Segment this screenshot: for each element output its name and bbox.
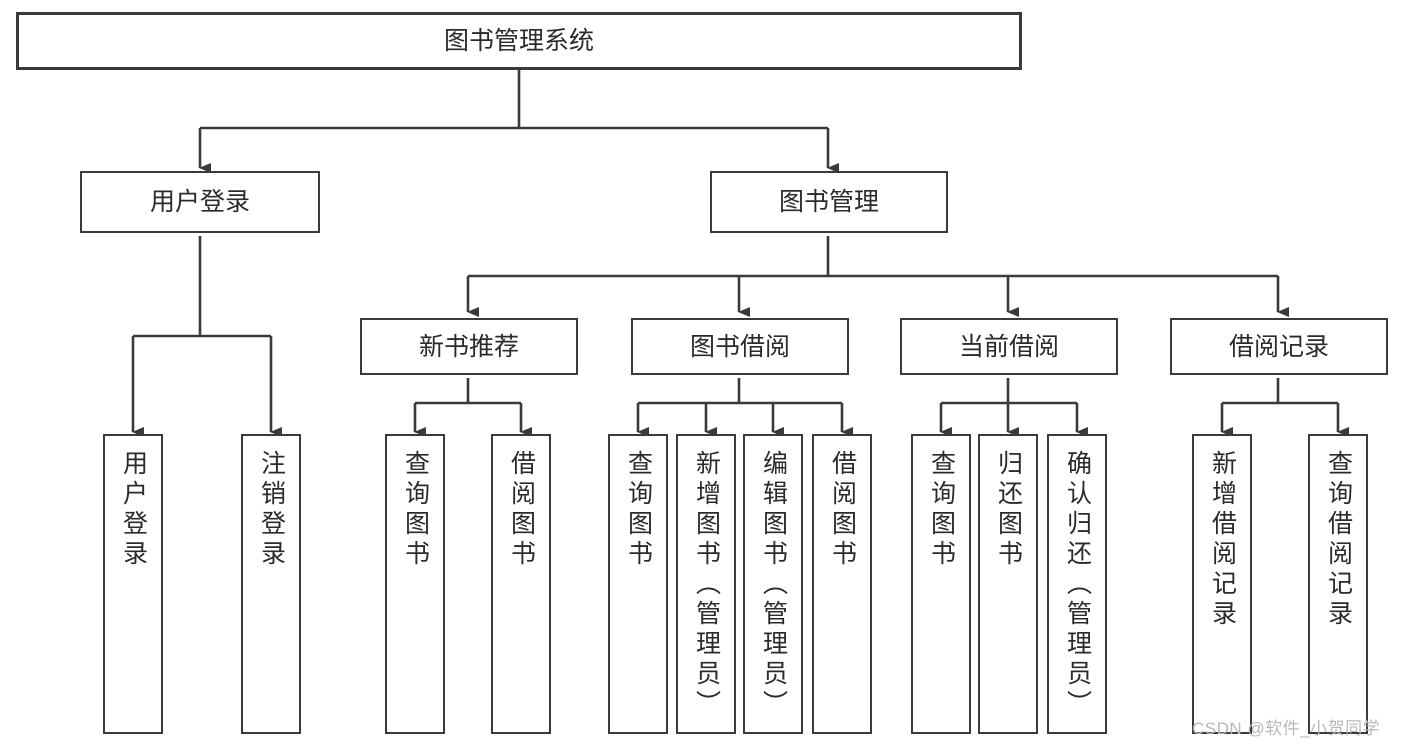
node-book-management[interactable]: 图书管理 [710,171,948,233]
node-book-borrow-label: 图书借阅 [689,332,790,361]
leaf-book-borrow-1[interactable]: 查询图书 [608,434,668,734]
node-borrow-record-label: 借阅记录 [1228,332,1329,361]
leaf-new-book-recommend-1[interactable]: 查询图书 [385,434,445,734]
node-book-borrow[interactable]: 图书借阅 [631,318,849,375]
csdn-watermark: CSDN @软件_小贺同学 [1192,714,1380,739]
leaf-book-borrow-2[interactable]: 新增图书（管理员） [676,434,736,734]
node-user-login[interactable]: 用户登录 [80,171,320,233]
leaf-borrow-record-1[interactable]: 新增借阅记录 [1192,434,1252,734]
node-root-label: 图书管理系统 [443,27,594,55]
node-root-book-management-system[interactable]: 图书管理系统 [16,12,1022,70]
leaf-new-book-recommend-2[interactable]: 借阅图书 [491,434,551,734]
leaf-user-login-2[interactable]: 注销登录 [241,434,301,734]
node-current-borrow-label: 当前借阅 [958,332,1059,361]
leaf-borrow-record-1-label: 新增借阅记录 [1208,450,1237,630]
leaf-new-book-recommend-1-label: 查询图书 [401,450,430,570]
leaf-user-login-1-label: 用户登录 [119,450,148,570]
node-borrow-record[interactable]: 借阅记录 [1170,318,1388,375]
leaf-user-login-1[interactable]: 用户登录 [103,434,163,734]
leaf-current-borrow-2[interactable]: 归还图书 [978,434,1038,734]
leaf-book-borrow-3[interactable]: 编辑图书（管理员） [743,434,803,734]
leaf-current-borrow-2-label: 归还图书 [994,450,1023,570]
leaf-book-borrow-3-label: 编辑图书（管理员） [759,450,788,720]
node-current-borrow[interactable]: 当前借阅 [900,318,1118,375]
leaf-book-borrow-1-label: 查询图书 [624,450,653,570]
leaf-current-borrow-3[interactable]: 确认归还（管理员） [1047,434,1107,734]
node-book-management-label: 图书管理 [778,188,879,216]
leaf-book-borrow-2-label: 新增图书（管理员） [692,450,721,720]
leaf-borrow-record-2[interactable]: 查询借阅记录 [1308,434,1368,734]
leaf-borrow-record-2-label: 查询借阅记录 [1324,450,1353,630]
node-user-login-label: 用户登录 [149,188,250,216]
leaf-book-borrow-4-label: 借阅图书 [828,450,857,570]
leaf-new-book-recommend-2-label: 借阅图书 [507,450,536,570]
csdn-watermark-text: CSDN @软件_小贺同学 [1192,719,1381,738]
leaf-book-borrow-4[interactable]: 借阅图书 [812,434,872,734]
leaf-current-borrow-1-label: 查询图书 [927,450,956,570]
leaf-current-borrow-1[interactable]: 查询图书 [911,434,971,734]
leaf-current-borrow-3-label: 确认归还（管理员） [1063,450,1092,720]
node-new-book-recommend[interactable]: 新书推荐 [360,318,578,375]
leaf-user-login-2-label: 注销登录 [257,450,286,570]
node-new-book-recommend-label: 新书推荐 [418,332,519,361]
